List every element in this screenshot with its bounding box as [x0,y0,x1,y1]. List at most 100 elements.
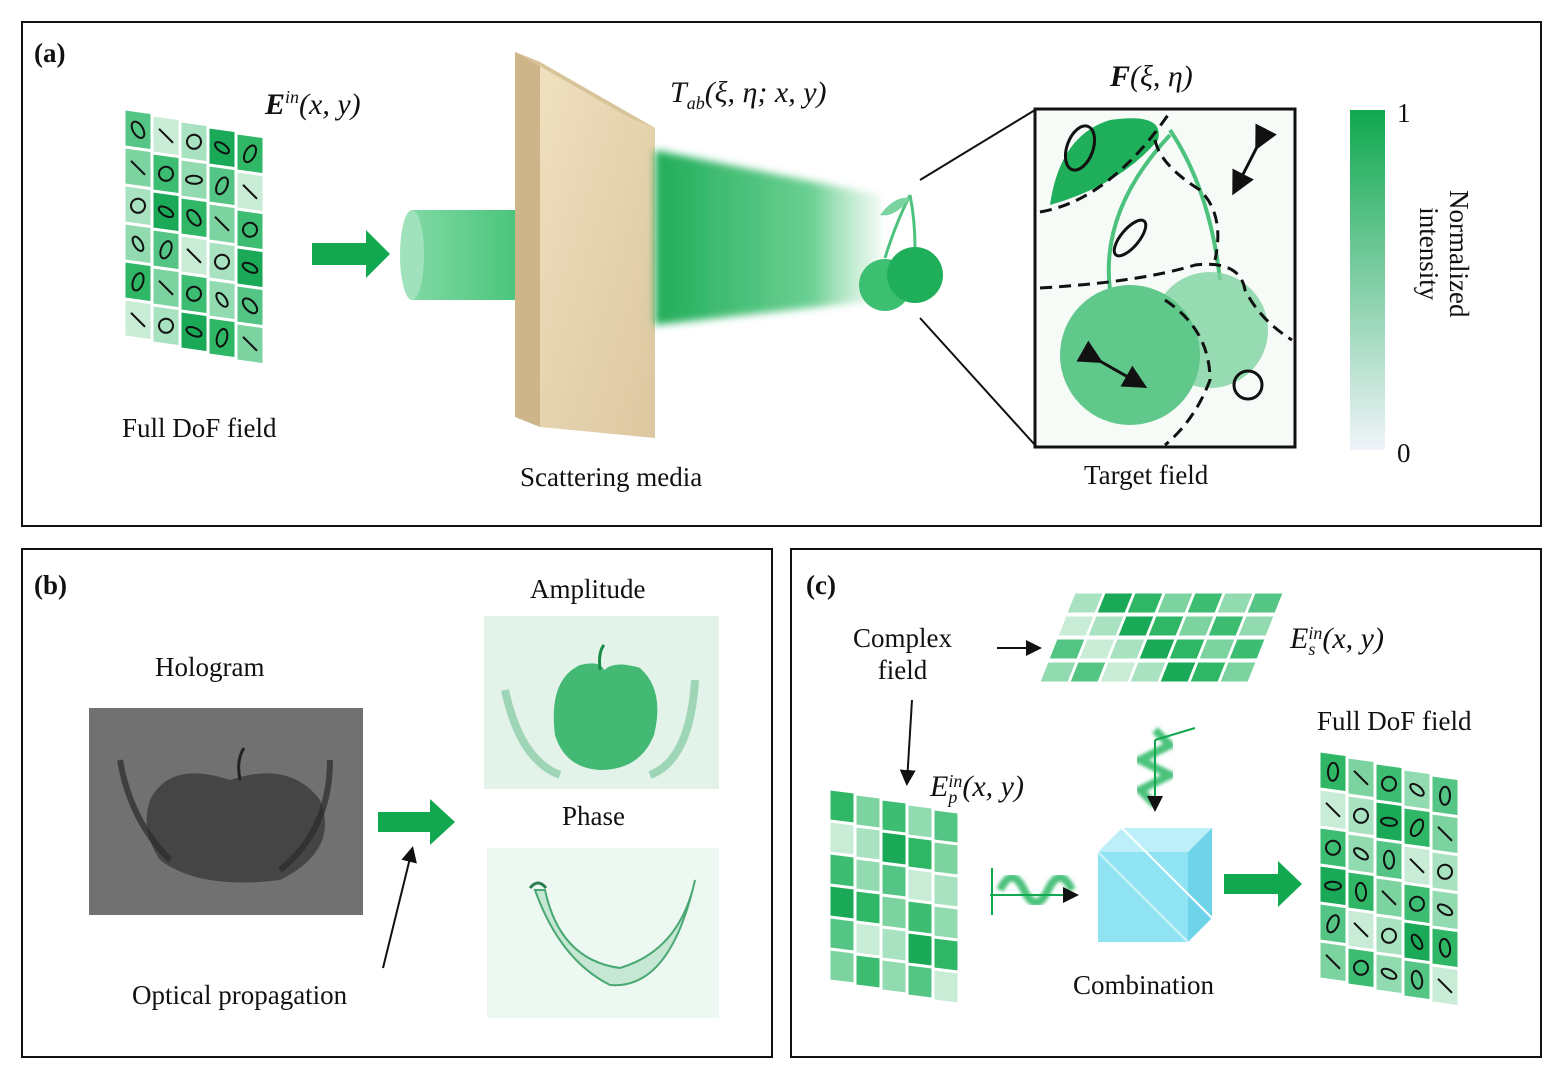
input-field-formula: Ein(x, y) [265,88,361,120]
s-polarized-tile-grid [1039,592,1284,683]
tile [124,261,152,303]
tile [236,133,264,175]
linear-polarization-icon [130,312,146,328]
linear-polarization-icon [130,160,146,176]
linear-polarization-icon [1353,922,1369,938]
tile [881,831,907,866]
tile [1375,953,1403,995]
beam-combiner-cube [1097,827,1213,943]
tile [933,937,959,972]
tile [1078,638,1116,660]
circular-polarization-icon [1353,959,1369,976]
linear-polarization-icon [242,336,258,352]
tile [1048,638,1086,660]
tile [1069,661,1107,683]
tile [829,853,855,888]
tile [1237,615,1275,637]
tile [829,917,855,952]
polarization-ellipse-icon [1436,903,1454,917]
circular-polarization-icon [158,165,174,182]
tile [1375,915,1403,957]
tile [1039,661,1077,683]
tile [907,900,933,935]
propagation-pointer [382,846,417,969]
polarization-ellipse-icon [215,176,229,196]
polarization-ellipse-icon [1353,847,1369,861]
linear-polarization-icon [158,128,174,144]
tile [881,959,907,994]
tile [236,247,264,289]
circular-polarization-icon [186,285,202,302]
polarization-ellipse-icon [159,240,173,260]
tile [1189,661,1227,683]
polarization-ellipse-icon [1410,969,1424,990]
tile [933,905,959,940]
tile [1216,592,1254,614]
tile [933,809,959,844]
tile [208,279,236,321]
input-tile-grid [124,109,264,365]
green-arrow-icon [378,799,455,845]
target-formula: F(ξ, η) [1110,62,1193,92]
tile [1375,801,1403,843]
tile [829,789,855,824]
tile [152,153,180,195]
tile [208,241,236,283]
tile [124,223,152,265]
tile [1431,889,1459,931]
circular-polarization-icon [1381,927,1397,944]
linear-polarization-icon [214,216,230,232]
s-subscript: s [1308,639,1316,660]
input-field-symbol: E [265,88,286,121]
tile [1177,615,1215,637]
tile [829,885,855,920]
tile [855,954,881,989]
tile [1066,592,1104,614]
linear-polarization-icon [1437,826,1453,842]
polarization-ellipse-icon [185,325,203,338]
complex-label-line2: field [877,655,928,686]
tile [236,285,264,327]
tile [1403,769,1431,811]
polarization-ellipse-icon [157,205,175,219]
tile [1431,775,1459,817]
s-symbol: E [1290,622,1309,655]
tile [1319,903,1347,945]
target-field-image [1033,107,1297,449]
p-superscript: in [948,770,963,791]
tile [1126,592,1164,614]
tile [180,311,208,353]
tile [1117,615,1155,637]
tile [907,932,933,967]
s-superscript: in [1308,622,1323,643]
colorbar-min-label: 0 [1397,438,1411,468]
scattering-board [515,52,655,438]
tile [1159,661,1197,683]
tile [1347,795,1375,837]
tile [855,890,881,925]
propagation-label: Optical propagation [132,980,348,1010]
polarization-ellipse-icon [1438,937,1452,958]
tile [208,317,236,359]
s-wave-icon [1131,727,1196,812]
output-label: Full DoF field [1317,706,1472,736]
polarization-ellipse-icon [215,328,229,348]
hologram-image [89,708,363,915]
tile [1403,883,1431,925]
tile [1228,638,1266,660]
complex-field-label: Complex field [853,622,952,687]
tile [855,922,881,957]
polarization-ellipse-icon [1410,933,1424,950]
tile [829,949,855,984]
circular-polarization-icon [1381,775,1397,792]
tile [152,305,180,347]
polarization-ellipse-icon [1354,881,1368,902]
green-arrow-icon [312,230,390,278]
hologram-label: Hologram [155,652,265,682]
tile [907,868,933,903]
polarization-ellipse-icon [131,235,145,252]
tile [855,858,881,893]
polarization-ellipse-icon [186,209,202,227]
medium-subscript: ab [686,93,705,113]
